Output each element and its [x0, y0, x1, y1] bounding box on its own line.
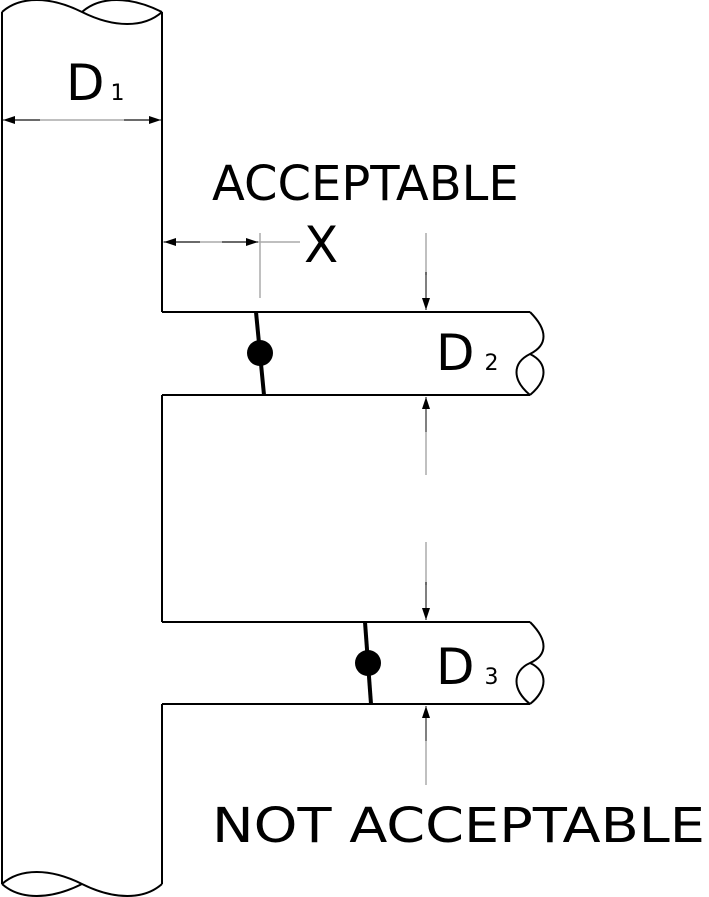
not-acceptable-caption: NOT ACCEPTABLE: [212, 798, 705, 854]
lower-weld: [355, 621, 381, 705]
acceptable-caption: ACCEPTABLE: [212, 156, 519, 212]
x-dimension: [163, 233, 300, 298]
lower-branch-break: [515, 621, 545, 705]
upper-branch-pipe: [162, 311, 545, 396]
main-pipe: [1, 0, 163, 897]
main-pipe-bottom-break: [1, 871, 163, 897]
x-label: X: [304, 216, 338, 274]
lower-branch-pipe: [162, 621, 545, 705]
lower-weld-dot: [355, 650, 381, 676]
upper-branch-break: [515, 311, 545, 396]
upper-weld-dot: [247, 340, 273, 366]
main-pipe-top-break: [1, 0, 163, 25]
upper-weld: [247, 311, 273, 396]
